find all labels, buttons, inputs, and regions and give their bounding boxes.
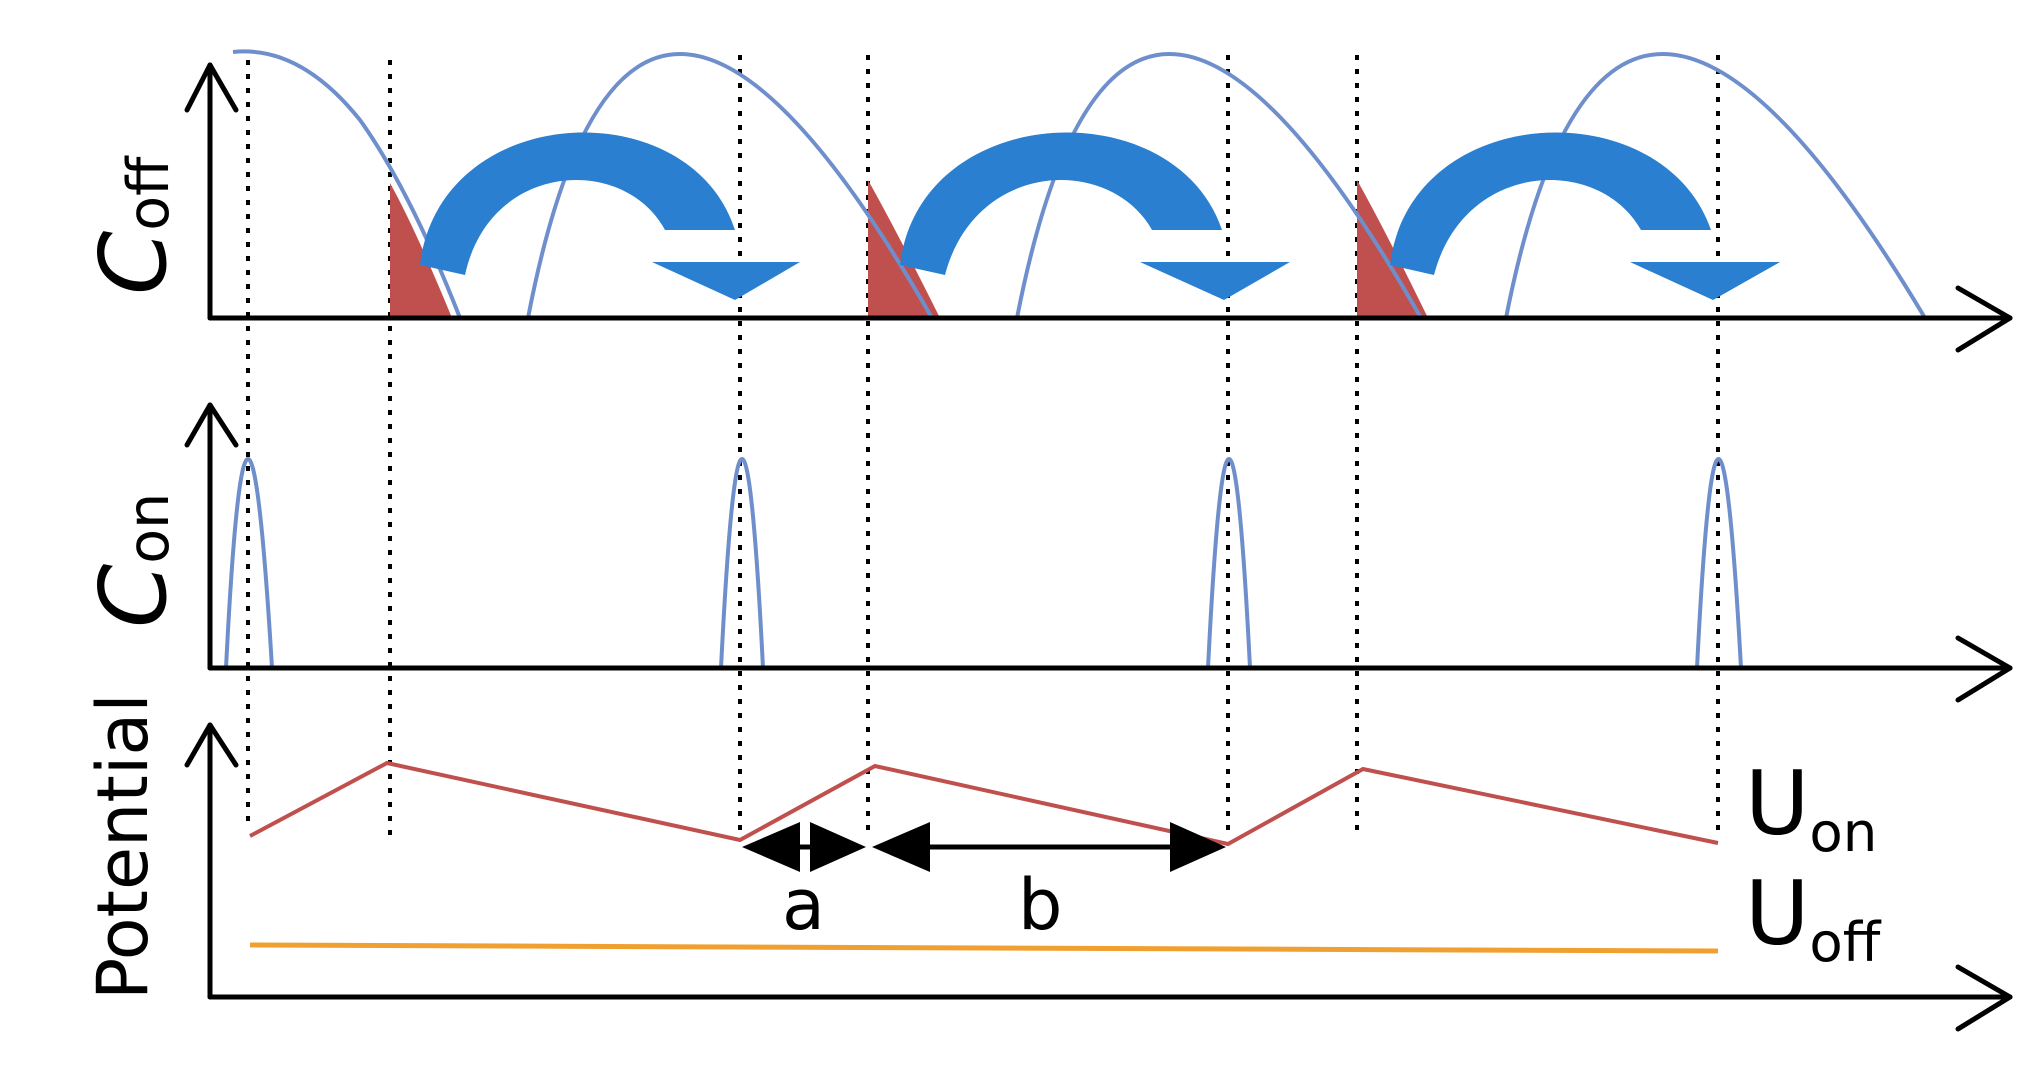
transfer-arrows bbox=[420, 132, 1780, 300]
transfer-arrow-2 bbox=[900, 132, 1222, 275]
transfer-arrow-1 bbox=[420, 132, 735, 275]
c-off-curve-2 bbox=[1015, 52, 1423, 319]
interval-a-head-left bbox=[742, 822, 800, 872]
u-off-label: Uoff bbox=[1745, 870, 1880, 970]
transfer-arrow-head-3 bbox=[1630, 262, 1780, 300]
transfer-arrow-3 bbox=[1390, 132, 1711, 275]
c-on-label-sub: on bbox=[115, 492, 182, 564]
overlap-area-1 bbox=[390, 183, 452, 318]
c-off-label-sub: off bbox=[115, 156, 182, 231]
c-off-label-main: C bbox=[80, 230, 187, 295]
overlap-area-3 bbox=[1357, 180, 1428, 318]
c-on-spikes bbox=[224, 457, 1743, 669]
transfer-arrow-head-1 bbox=[652, 262, 800, 300]
c-on-spike-1 bbox=[224, 457, 274, 669]
c-off-curve-1 bbox=[526, 52, 934, 319]
c-off-y-axis-head bbox=[184, 62, 239, 113]
interval-b-head-left bbox=[872, 822, 930, 872]
potential-axis-label: Potential bbox=[82, 693, 164, 1000]
u-on-label-sub: on bbox=[1809, 800, 1878, 865]
u-on-line bbox=[249, 760, 1719, 847]
u-on-label-main: U bbox=[1745, 752, 1810, 855]
c-on-spike-4 bbox=[1695, 457, 1743, 669]
c-on-spike-3 bbox=[1206, 457, 1252, 669]
c-off-axis-label: Coff bbox=[80, 156, 187, 295]
potential-x-axis-head bbox=[1955, 964, 2013, 1032]
transfer-arrow-head-2 bbox=[1140, 262, 1290, 300]
u-on-label: Uon bbox=[1745, 760, 1877, 860]
c-on-spike-2 bbox=[719, 457, 765, 669]
interval-a-label: a bbox=[782, 864, 825, 946]
potential-y-axis-head bbox=[184, 722, 239, 768]
c-off-x-axis-head bbox=[1955, 285, 2013, 353]
interval-b-label: b bbox=[1018, 864, 1063, 946]
u-off-label-main: U bbox=[1745, 862, 1810, 965]
c-on-x-axis-head bbox=[1955, 635, 2013, 703]
c-off-curves bbox=[232, 49, 1927, 320]
interval-a-head-right bbox=[810, 822, 866, 872]
u-off-line bbox=[249, 942, 1719, 954]
interval-arrows bbox=[742, 822, 1226, 872]
axes bbox=[184, 62, 2013, 1032]
interval-b-head-right bbox=[1170, 822, 1226, 872]
c-on-y-axis-head bbox=[184, 402, 239, 448]
c-on-label-main: C bbox=[80, 563, 187, 628]
c-on-axis-label: Con bbox=[80, 492, 187, 628]
u-off-label-sub: off bbox=[1809, 910, 1881, 975]
c-off-curve-3 bbox=[1504, 52, 1927, 320]
